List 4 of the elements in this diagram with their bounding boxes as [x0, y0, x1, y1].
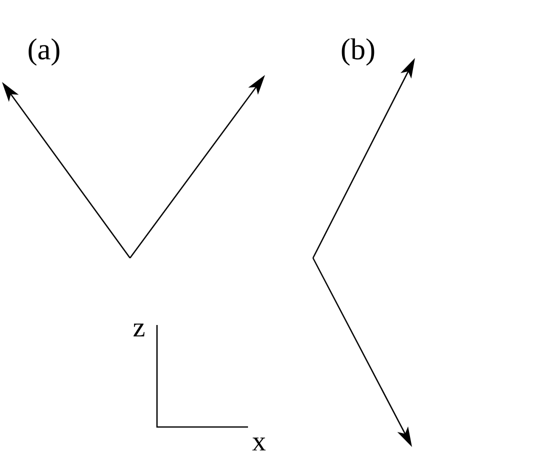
panel-label: (b): [342, 38, 374, 66]
axis-label: x: [252, 438, 266, 450]
panel-label: (a): [28, 38, 60, 66]
axis-label: z: [134, 324, 144, 336]
